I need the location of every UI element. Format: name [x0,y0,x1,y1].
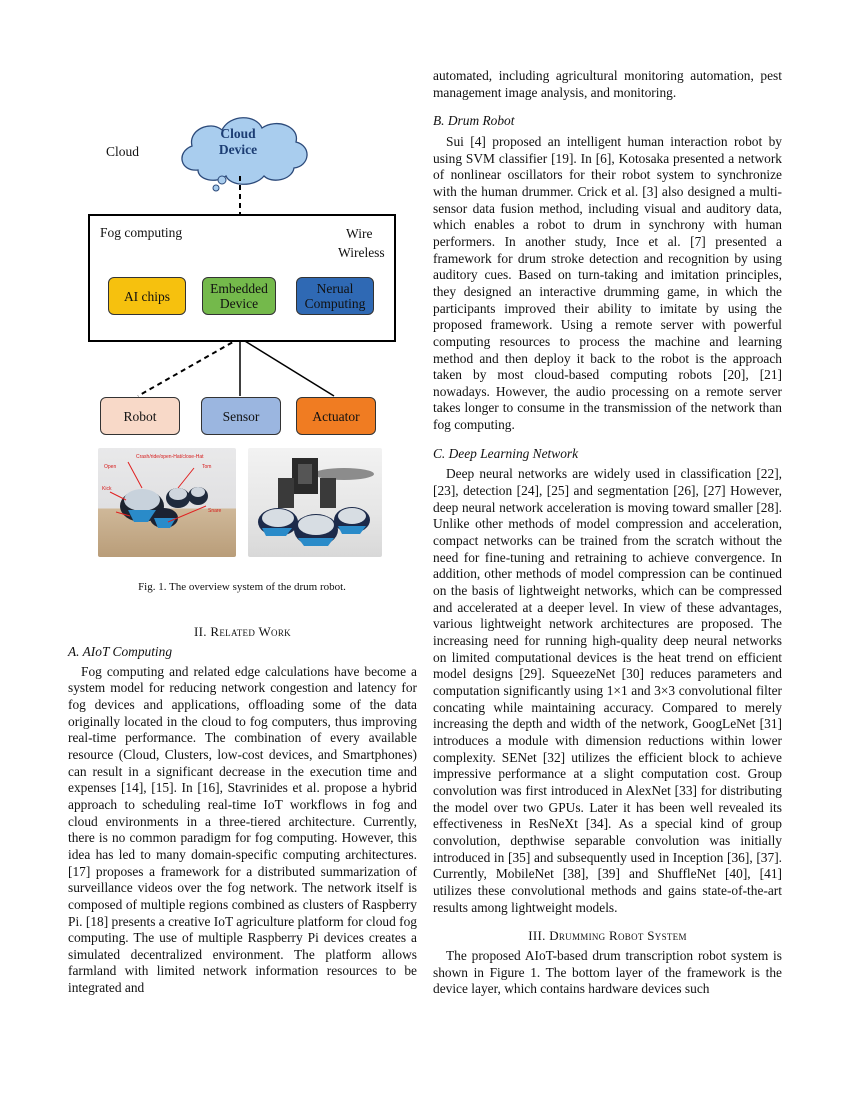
right-column: automated, including agricultural monito… [433,68,782,998]
legend-wireless-label: Wireless [338,245,385,260]
ai-chips-box: AI chips [108,277,186,315]
photo-label-open: Open [104,464,117,470]
subsection-deep-learning: C. Deep Learning Network [433,445,579,461]
actuator-link-line [239,337,335,397]
paragraph-aiot: Fog computing and related edge calculati… [68,663,417,996]
section-title-related-work: II. Related Work [194,624,291,639]
paragraph-deep-learning: Deep neural networks are widely used in … [433,466,782,915]
figure-1: Cloud Cloud Device Fog computing Wire Wi… [80,100,410,593]
fog-computing-label: Fog computing [100,225,183,240]
paragraph-drum-robot: Sui [4] proposed an intelligent human in… [433,133,782,433]
section-title-drumming-robot: III. Drumming Robot System [528,928,687,944]
photo-label-snare: Snare [208,508,222,514]
neural-computing-box: Nerual Computing [296,277,374,315]
cloud-icon [181,117,308,192]
paragraph-continued: automated, including agricultural monito… [433,68,782,100]
cloud-device-label: Cloud Device [218,126,258,157]
photo-label-crash: Crash/ride/open-Hat/close-Hat [136,454,204,460]
legend-wire-label: Wire [346,226,373,241]
cloud-label: Cloud [106,144,140,159]
photo-label-kick: Kick [102,486,112,492]
figure-caption: Fig. 1. The overview system of the drum … [138,581,346,593]
photo-label-tom-right: Tom [202,464,212,470]
subsection-drum-robot: B. Drum Robot [433,113,515,129]
subsection-aiot-computing: A. AIoT Computing [68,644,173,659]
actuator-box: Actuator [296,397,376,435]
paragraph-system: The proposed AIoT-based drum transcripti… [433,948,782,997]
sensor-box: Sensor [201,397,281,435]
drum-photo-labeled: Crash/ride/open-Hat/close-Hat Open Tom K… [98,448,236,557]
robot-box: Robot [100,397,180,435]
embedded-device-box: Embedded Device [202,277,276,315]
robot-link-line [137,337,241,397]
left-column: II. Related Work A. AIoT Computing Fog c… [68,624,417,997]
robot-photo [248,448,382,557]
